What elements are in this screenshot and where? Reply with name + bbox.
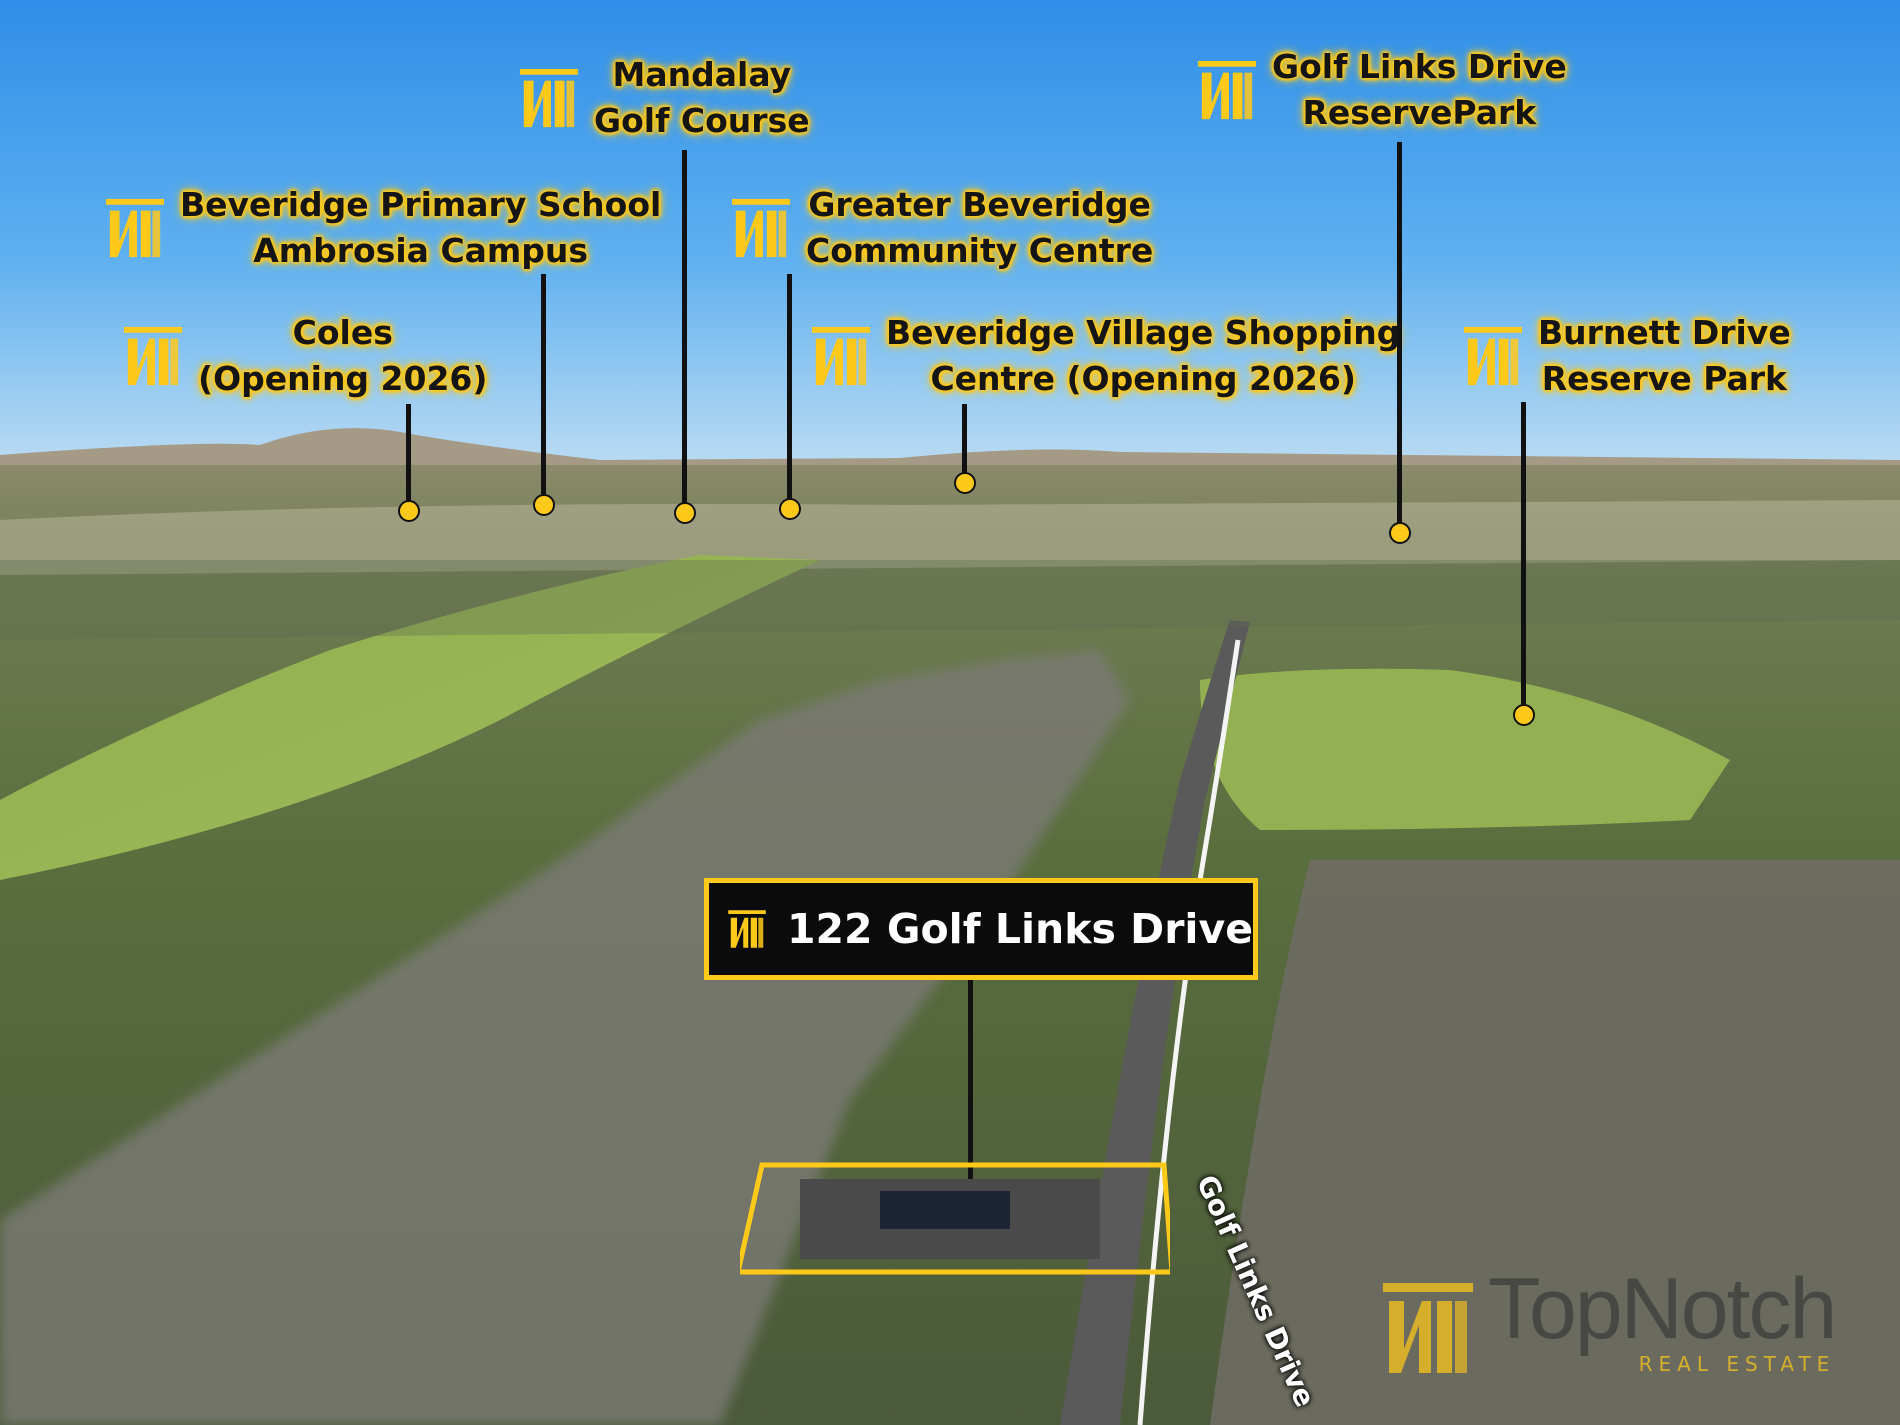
poi-leader-line (787, 274, 792, 504)
poi-leader-line (406, 404, 411, 510)
topnotch-logo-icon (519, 68, 579, 128)
poi-leader-line (541, 274, 546, 502)
watermark-brand: TopNotch (1488, 1261, 1837, 1357)
property-address-tag: 122 Golf Links Drive (704, 878, 1258, 980)
poi-label: Greater Beveridge Community Centre (806, 185, 1154, 270)
topnotch-logo-icon (123, 326, 183, 386)
brand-watermark: TopNotch REAL ESTATE (1380, 1261, 1837, 1376)
property-leader-line (968, 980, 973, 1186)
poi-golf-course: Mandalay Golf Course (518, 52, 810, 144)
poi-coles: Coles (Opening 2026) (122, 310, 487, 402)
poi-shopping-centre: Beveridge Village Shopping Centre (Openi… (810, 310, 1400, 402)
topnotch-logo-icon (731, 198, 791, 258)
topnotch-logo-icon (1383, 1283, 1473, 1373)
poi-marker-dot (398, 500, 420, 522)
poi-leader-line (962, 404, 967, 478)
watermark-subtitle: REAL ESTATE (1638, 1352, 1836, 1376)
poi-leader-line (1521, 402, 1526, 710)
poi-label: Beveridge Village Shopping Centre (Openi… (886, 313, 1401, 398)
poi-leader-line (1397, 142, 1402, 526)
property-lot-outline (740, 1162, 1170, 1275)
poi-marker-dot (533, 494, 555, 516)
poi-label: Beveridge Primary School Ambrosia Campus (180, 185, 662, 270)
poi-label: Mandalay Golf Course (594, 55, 810, 140)
topnotch-logo-icon (1197, 60, 1257, 120)
poi-community-centre: Greater Beveridge Community Centre (730, 182, 1153, 274)
poi-marker-dot (1513, 704, 1535, 726)
poi-marker-dot (1389, 522, 1411, 544)
poi-marker-dot (779, 498, 801, 520)
topnotch-logo-icon (811, 326, 871, 386)
topnotch-logo-icon (728, 910, 766, 948)
property-address: 122 Golf Links Drive (787, 905, 1253, 953)
poi-school: Beveridge Primary School Ambrosia Campus (104, 182, 661, 274)
poi-marker-dot (674, 502, 696, 524)
topnotch-logo-icon (105, 198, 165, 258)
poi-marker-dot (954, 472, 976, 494)
poi-leader-line (682, 150, 687, 510)
poi-label: Coles (Opening 2026) (198, 313, 488, 398)
poi-burnett-reserve: Burnett Drive Reserve Park (1462, 310, 1791, 402)
poi-label: Burnett Drive Reserve Park (1538, 313, 1791, 398)
poi-golf-links-reserve: Golf Links Drive ReservePark (1196, 44, 1567, 136)
poi-label: Golf Links Drive ReservePark (1272, 47, 1567, 132)
topnotch-logo-icon (1463, 326, 1523, 386)
